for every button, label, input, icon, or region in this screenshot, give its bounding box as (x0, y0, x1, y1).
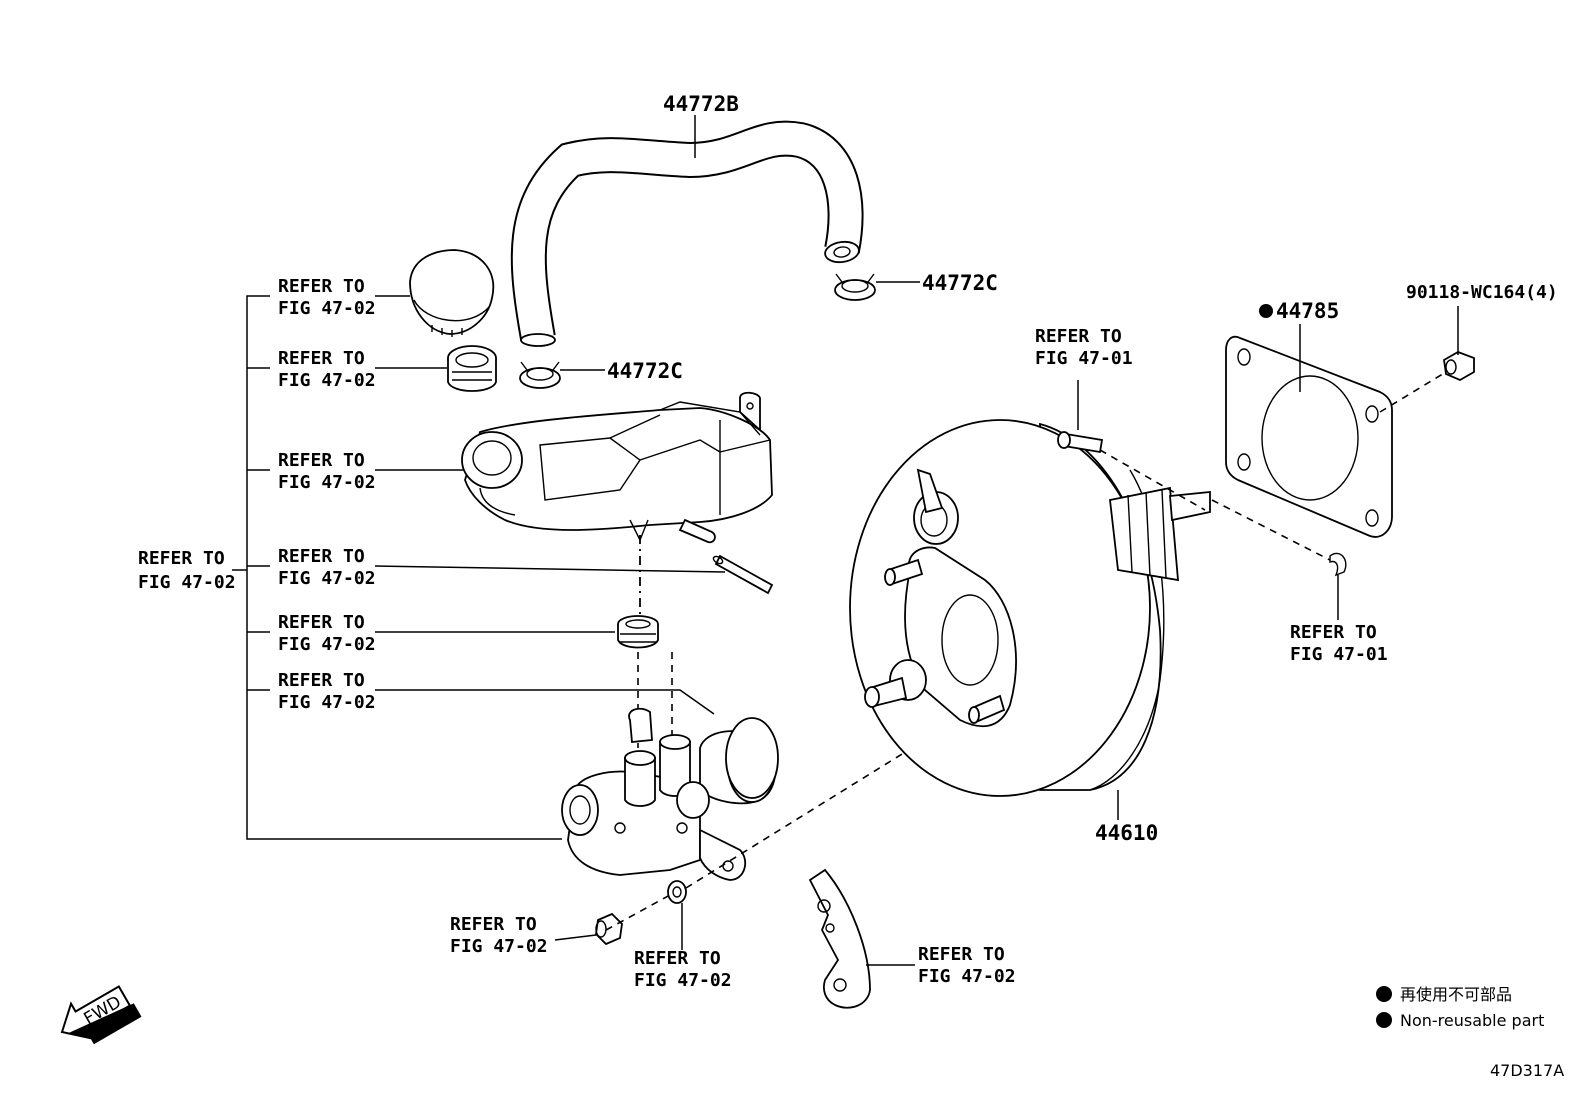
ref-bracket-fig: FIG 47-02 (918, 966, 1016, 987)
ref-clevis-pin-label: REFER TO (1290, 622, 1377, 643)
vacuum-check-valve (913, 468, 959, 545)
ref-bolt-fig: FIG 47-01 (1035, 348, 1133, 369)
clevis-pin (1329, 552, 1347, 577)
reference-bracket (232, 295, 726, 840)
brake-booster (849, 419, 1211, 797)
mounting-bracket (808, 868, 871, 1009)
ref-clevis-pin-fig: FIG 47-01 (1290, 644, 1388, 665)
ref-grommet-fig: FIG 47-02 (278, 634, 376, 655)
ref-grommet-label: REFER TO (278, 612, 365, 633)
booster-boot (1109, 486, 1211, 582)
ref-group-fig: FIG 47-02 (138, 572, 236, 593)
legend-bullet-icon (1376, 1012, 1392, 1028)
ref-cap-fig: FIG 47-02 (278, 298, 376, 319)
ref-bolt-label: REFER TO (1035, 326, 1122, 347)
master-cylinder-o-ring (725, 717, 779, 799)
booster-part-number: 44610 (1095, 821, 1158, 845)
hose-clip-upper (834, 273, 876, 301)
ref-mc-nut-label: REFER TO (450, 914, 537, 935)
hose-part-number: 44772B (663, 92, 739, 116)
reservoir-strainer (447, 345, 497, 392)
gasket-part-number: 44785 (1276, 299, 1339, 323)
booster-fitting (864, 659, 927, 708)
ref-washer-fig: FIG 47-02 (634, 970, 732, 991)
svg-text:FIG 47-02: FIG 47-02 (278, 370, 376, 391)
booster-nut (1443, 351, 1475, 382)
ref-pin-label: REFER TO (278, 546, 365, 567)
svg-text:FIG 47-02: FIG 47-02 (918, 966, 1016, 987)
washer (667, 880, 687, 904)
legend-bullet-icon (1376, 986, 1392, 1002)
svg-text:FIG 47-02: FIG 47-02 (634, 970, 732, 991)
clip-lower-part-number: 44772C (607, 359, 683, 383)
svg-text:FIG 47-01: FIG 47-01 (1035, 348, 1133, 369)
brake-reservoir (461, 391, 773, 544)
ref-strainer-label: REFER TO (278, 348, 365, 369)
vacuum-hose (510, 120, 864, 347)
figure-code: 47D317A (1490, 1061, 1564, 1080)
ref-o-ring-fig: FIG 47-02 (278, 692, 376, 713)
reservoir-grommet (617, 615, 659, 649)
legend: 再使用不可部品 Non-reusable part (1376, 985, 1544, 1030)
nut-part-number: 90118-WC164(4) (1406, 282, 1558, 303)
svg-text:FIG 47-02: FIG 47-02 (278, 568, 376, 589)
hose-clip-lower (519, 361, 561, 389)
clip-upper-part-number: 44772C (922, 271, 998, 295)
booster-stud (884, 558, 924, 586)
non-reusable-mark (1259, 304, 1273, 318)
svg-text:FIG 47-02: FIG 47-02 (138, 572, 236, 593)
svg-text:FIG 47-02: FIG 47-02 (278, 692, 376, 713)
svg-text:FIG 47-02: FIG 47-02 (278, 298, 376, 319)
svg-text:FIG 47-01: FIG 47-01 (1290, 644, 1388, 665)
reservoir-pin (712, 554, 774, 595)
ref-cap-label: REFER TO (278, 276, 365, 297)
ref-strainer-fig: FIG 47-02 (278, 370, 376, 391)
booster-bolt (1057, 431, 1104, 454)
ref-reservoir-label: REFER TO (278, 450, 365, 471)
svg-text:FIG 47-02: FIG 47-02 (450, 936, 548, 957)
svg-text:FIG 47-02: FIG 47-02 (278, 472, 376, 493)
ref-mc-nut-fig: FIG 47-02 (450, 936, 548, 957)
ref-reservoir-fig: FIG 47-02 (278, 472, 376, 493)
ref-o-ring-label: REFER TO (278, 670, 365, 691)
reservoir-cap (409, 249, 495, 337)
legend-english: Non-reusable part (1400, 1011, 1544, 1030)
booster-gasket (1225, 335, 1393, 538)
ref-bracket-label: REFER TO (918, 944, 1005, 965)
fwd-arrow-icon: FWD (60, 985, 142, 1045)
ref-group-label: REFER TO (138, 548, 225, 569)
svg-text:FIG 47-02: FIG 47-02 (278, 634, 376, 655)
ref-washer-label: REFER TO (634, 948, 721, 969)
booster-stud (968, 694, 1006, 724)
legend-japanese: 再使用不可部品 (1400, 985, 1512, 1004)
ref-pin-fig: FIG 47-02 (278, 568, 376, 589)
